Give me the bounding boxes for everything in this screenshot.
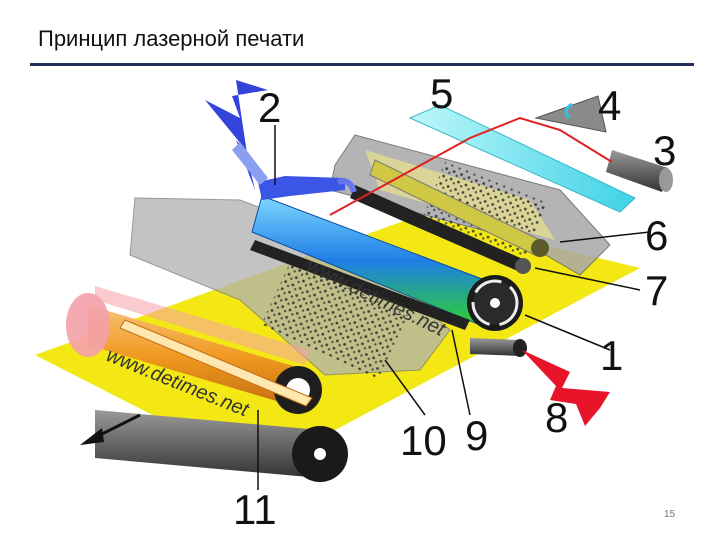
label-1: 1: [600, 332, 623, 379]
label-7: 7: [645, 267, 668, 314]
label-2: 2: [258, 84, 281, 131]
label-3: 3: [653, 127, 676, 174]
label-8: 8: [545, 394, 568, 441]
label-5: 5: [430, 70, 453, 117]
label-11: 11: [233, 486, 277, 533]
label-6: 6: [645, 212, 668, 259]
charge-arrow-icon: [232, 142, 268, 185]
label-9: 9: [465, 412, 488, 459]
label-4: 4: [598, 82, 621, 129]
discharge-lamp: [470, 338, 527, 357]
page-number: 15: [664, 509, 675, 520]
label-10: 10: [400, 417, 447, 464]
charge-corona: [258, 176, 354, 200]
